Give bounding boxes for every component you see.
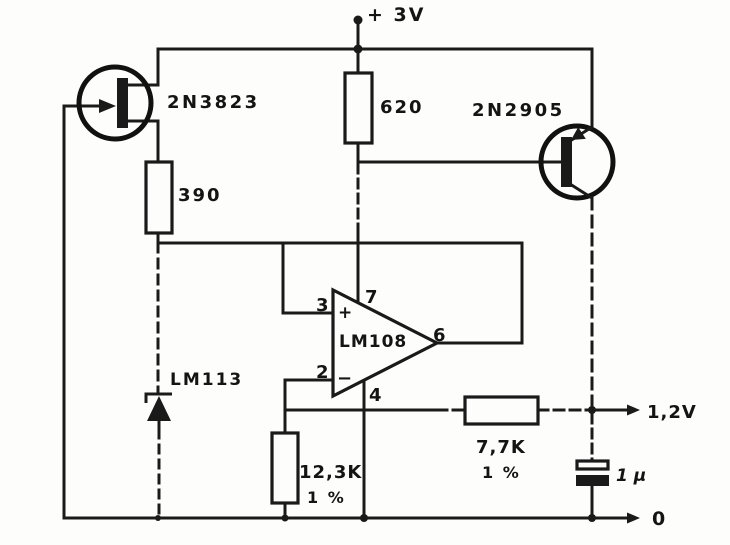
diode-anode-triangle: [147, 396, 171, 421]
opamp-part-label: LM108: [339, 332, 407, 352]
wire-jfet-drain: [126, 47, 160, 87]
vout-arrow-icon: [627, 404, 640, 416]
resistor-7k7-body: [463, 395, 540, 426]
jfet-2n3823-symbol: [76, 64, 154, 142]
resistor-12k3-body: [270, 431, 300, 505]
wire-opamp-output-feedback: [436, 241, 524, 345]
opamp-pin6-label: 6: [433, 325, 446, 346]
jfet-channel-bar: [117, 78, 128, 128]
ground-label: 0: [652, 508, 665, 530]
capacitor-bottom-plate: [576, 475, 609, 486]
pnp-label: 2N2905: [472, 100, 565, 121]
opamp-pin4-label: 4: [369, 385, 382, 406]
resistor-620-body: [343, 71, 374, 145]
pnp-emitter-arrow-icon: [571, 127, 586, 140]
vplus-terminal-dot: [353, 15, 363, 25]
jfet-gate-arrow-icon: [99, 99, 116, 113]
resistor-7k7-tolerance: 1 %: [482, 463, 521, 482]
capacitor-top-plate: [575, 459, 610, 471]
resistor-390-body: [144, 160, 174, 235]
junction-dot-vout: [588, 406, 596, 414]
pnp-body-circle: [538, 123, 616, 201]
junction-dot-supply: [353, 44, 363, 54]
wire-opamp-input-plus: [281, 241, 334, 315]
resistor-390-label: 390: [178, 185, 222, 206]
lm113-label: LM113: [170, 370, 243, 390]
resistor-12k3-label: 12,3K: [299, 462, 362, 483]
junction-dot-pin4-ground: [360, 514, 368, 522]
junction-dot-cap-ground: [588, 514, 596, 522]
resistor-7k7-label: 7,7K: [476, 437, 526, 458]
capacitor-value-label: 1 μ: [616, 466, 646, 486]
jfet-label: 2N3823: [167, 92, 260, 113]
vplus-label: + 3V: [367, 4, 425, 26]
ground-arrow-icon: [627, 512, 640, 524]
opamp-triangle: [331, 287, 441, 399]
jfet-body-circle: [76, 64, 154, 142]
pnp-2n2905-symbol: [538, 123, 616, 201]
wire-opamp-input-minus: [283, 378, 335, 412]
pnp-base-bar: [561, 137, 572, 187]
opamp-pin2-label: 2: [316, 362, 329, 383]
resistor-620-label: 620: [380, 97, 424, 118]
opamp-pin7-label: 7: [365, 287, 378, 308]
opamp-pin3-label: 3: [316, 295, 329, 316]
opamp-minus-sign: −: [337, 368, 352, 389]
pnp-collector-lead: [569, 182, 593, 200]
opamp-plus-sign: +: [338, 303, 352, 323]
resistor-12k3-tolerance: 1 %: [307, 488, 346, 507]
junction-dot-r12k3-ground: [281, 514, 289, 522]
lm113-diode-symbol: [144, 392, 172, 421]
vout-label: 1,2V: [647, 402, 697, 423]
junction-dot-lm113-ground: [155, 515, 161, 521]
diode-cathode-bar: [144, 392, 172, 403]
capacitor-symbol: [575, 459, 610, 486]
wire-jfet-source: [126, 119, 160, 164]
